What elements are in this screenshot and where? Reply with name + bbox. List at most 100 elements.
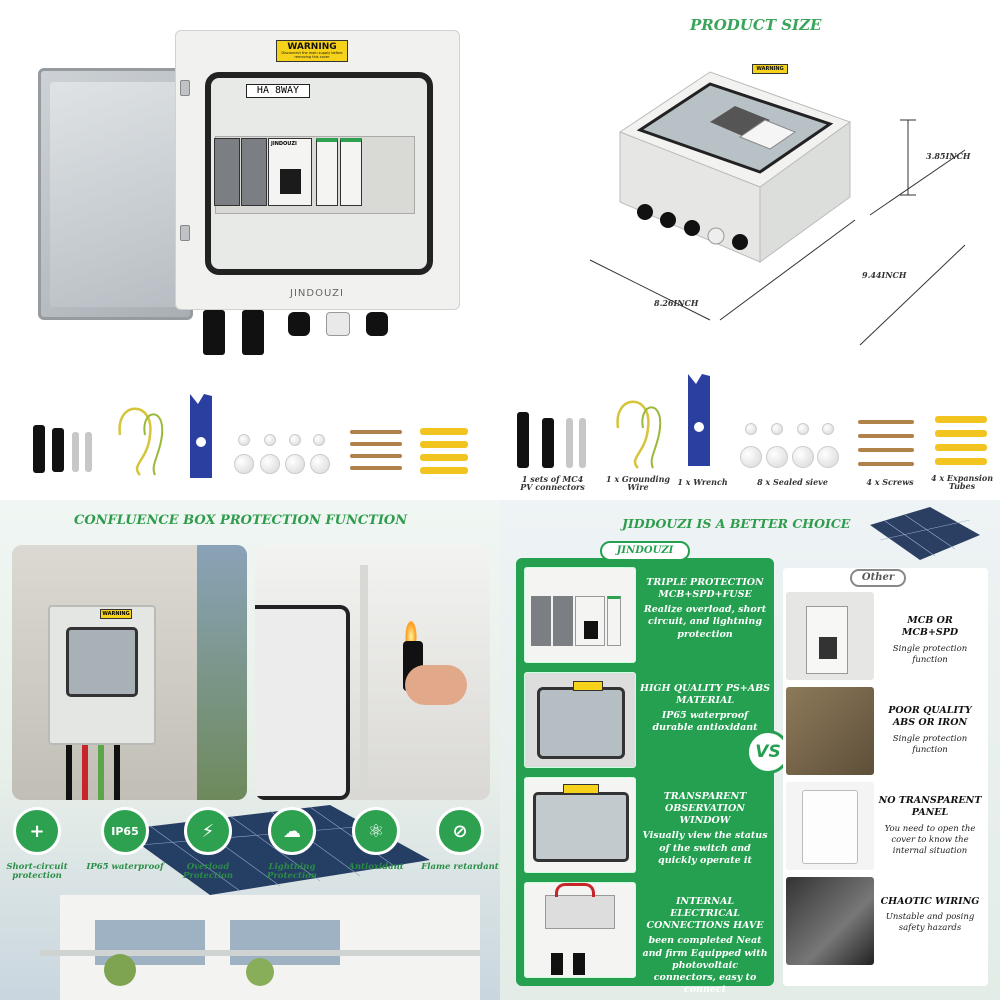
spd-module-1: [316, 138, 338, 206]
other-text-1: MCB OR MCB+SPD Single protection functio…: [878, 615, 982, 666]
flame-test-photo: [255, 545, 490, 800]
brand-emboss: JINDOUZI: [290, 288, 344, 299]
feature-label: Short-circuit protection: [6, 862, 68, 882]
breaker-brand: JINDOUZI: [271, 141, 297, 147]
ip65-icon: IP65: [101, 807, 149, 855]
house-solar-scene: [40, 805, 480, 1000]
cable-gland-2: [366, 312, 388, 336]
warning-subtext: Disconnect the main supply before removi…: [281, 51, 343, 59]
expansion-tube: [420, 454, 468, 461]
seal-sieve: [234, 454, 254, 474]
feature-desc: Realize overload, short circuit, and lig…: [643, 604, 767, 640]
pin-2: [579, 418, 586, 468]
other-text-3: NO TRANSPARENT PANEL You need to open th…: [878, 795, 982, 857]
screw: [350, 454, 402, 458]
expansion-tube: [935, 458, 987, 465]
seal-sieve: [817, 446, 839, 468]
expansion-tube: [420, 441, 468, 448]
wall-installation-photo: WARNING: [12, 545, 247, 800]
other-heading: CHAOTIC WIRING: [880, 896, 980, 907]
other-heading: MCB OR MCB+SPD: [901, 615, 959, 639]
cable-gland-1: [288, 312, 310, 336]
seal-plug: [264, 434, 276, 446]
window-photo: [524, 777, 636, 873]
accessory-caption-2: 1 x Grounding Wire: [606, 474, 670, 493]
flame-icon: [405, 620, 417, 644]
grounding-wire: [118, 407, 164, 476]
mcb-breaker: JINDOUZI: [268, 138, 312, 206]
other-desc: You need to open the cover to know the i…: [884, 823, 976, 856]
feature-label: Overload Protection: [182, 862, 234, 882]
feature-text-2: HIGH QUALITY PS+ABS MATERIAL IP65 waterp…: [640, 683, 770, 735]
iso-warning-sticker: WARNING: [752, 64, 788, 74]
mc4-connector-2: [242, 310, 264, 355]
seal-plug: [797, 423, 809, 435]
other-text-4: CHAOTIC WIRING Unstable and posing safet…: [878, 896, 982, 934]
screw: [858, 448, 914, 452]
pin-1: [566, 418, 573, 468]
expansion-tube: [420, 467, 468, 474]
wall-box-window: [66, 627, 138, 697]
seal-plug: [238, 434, 250, 446]
feature-label: Lightning Protection: [266, 862, 318, 882]
cable-black: [66, 745, 72, 800]
model-label: HA 8WAY: [246, 84, 310, 98]
other-chaotic-wiring-photo: [786, 877, 874, 965]
background-house: [197, 545, 247, 800]
fuse-holder-1: [214, 138, 240, 206]
screw: [350, 430, 402, 434]
seal-plug: [822, 423, 834, 435]
warning-title: WARNING: [287, 42, 337, 52]
wall-box-warning: WARNING: [100, 609, 132, 619]
screw: [858, 420, 914, 424]
accessory-caption-3: 1 x Wrench: [677, 477, 728, 487]
shield-plus-icon: +: [13, 807, 61, 855]
other-rusty-photo: [786, 687, 874, 775]
feature-label: IP65 waterproof: [86, 862, 164, 872]
fuse-holder-2: [241, 138, 267, 206]
feature-text-3: TRANSPARENT OBSERVATION WINDOW Visually …: [640, 791, 770, 867]
other-mcb-photo: [786, 592, 874, 680]
vs-badge: VS: [746, 730, 790, 774]
accessory-caption-4: 8 x Sealed sieve: [757, 477, 828, 487]
hinge-bottom: [180, 225, 190, 241]
expansion-tube: [935, 416, 987, 423]
screw: [858, 434, 914, 438]
accessory-caption-5: 4 x Screws: [866, 477, 914, 487]
screw: [350, 442, 402, 446]
seal-sieve: [766, 446, 788, 468]
comparison-title: JIDDOUZI IS A BETTER CHOICE: [622, 516, 851, 531]
box-edge: [255, 605, 350, 800]
lightning-shield-icon: ⚡: [184, 807, 232, 855]
dimension-lines: [589, 119, 966, 346]
other-heading: POOR QUALITY ABS OR IRON: [888, 705, 972, 729]
wrench-icon: [190, 394, 212, 478]
expansion-tube: [935, 444, 987, 451]
seal-plug: [745, 423, 757, 435]
expansion-tube: [420, 428, 468, 435]
brand-pill: JINDOUZI: [600, 541, 690, 561]
seal-plug: [771, 423, 783, 435]
no-fire-icon: ⊘: [436, 807, 484, 855]
seal-sieve: [260, 454, 280, 474]
feature-heading: TRANSPARENT OBSERVATION WINDOW: [663, 791, 747, 827]
feature-heading: TRIPLE PROTECTION MCB+SPD+FUSE: [646, 577, 764, 601]
grounding-wire: [616, 400, 662, 469]
iso-product-box: [618, 71, 852, 263]
hinge-top: [180, 80, 190, 96]
spd-module-2: [340, 138, 362, 206]
seal-sieve: [740, 446, 762, 468]
accessory-caption-6: 4 x Expansion Tubes: [930, 473, 994, 492]
pin-2: [85, 432, 92, 472]
dim-width-label: 8.26INCH: [654, 298, 699, 308]
screw: [350, 466, 402, 470]
other-heading: NO TRANSPARENT PANEL: [878, 795, 982, 819]
seal-plug: [313, 434, 325, 446]
feature-label: Antioxidant: [348, 862, 404, 872]
feature-heading: HIGH QUALITY PS+ABS MATERIAL: [640, 683, 770, 707]
cable-black: [114, 745, 120, 800]
seal-sieve: [792, 446, 814, 468]
breaker-lever: [279, 168, 301, 194]
wiring-photo: [524, 882, 636, 978]
cable-red: [82, 745, 88, 800]
